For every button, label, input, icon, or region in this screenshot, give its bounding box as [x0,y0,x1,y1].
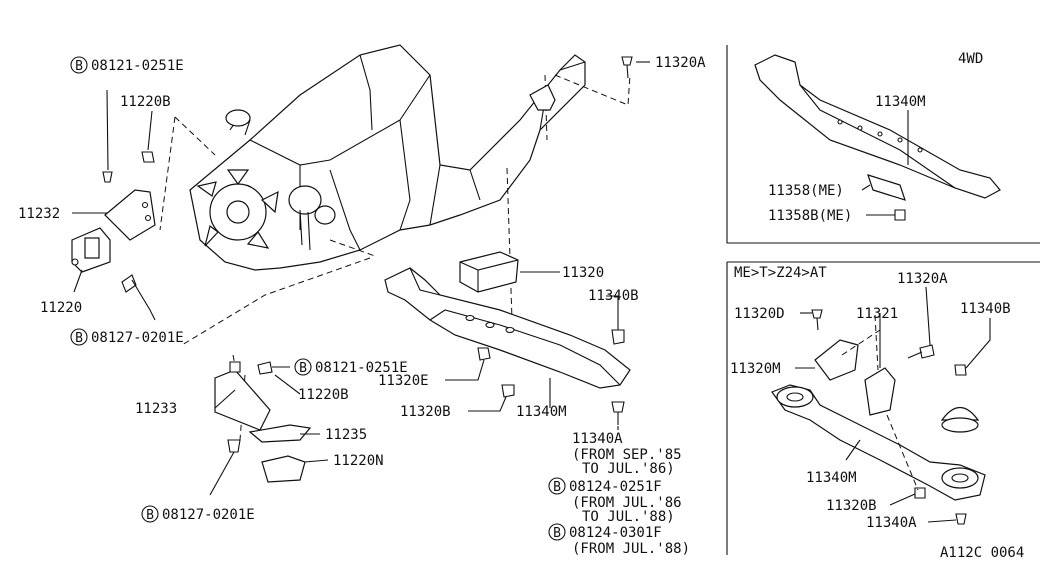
label-11233: 11233 [135,401,177,417]
lower-left-bolt-head [257,361,290,375]
panel1-rubber-block [867,174,906,201]
label-11320e: 11320E [378,373,429,389]
panel2-bracket-left [814,339,859,381]
label-11220b-tl: 11220B [120,94,171,110]
label-11320: 11320 [562,265,604,281]
panel-me-t-z24-at [726,261,1040,555]
label-11220n: 11220N [333,453,384,469]
panel-4wd [726,45,1040,244]
panel2-bolt-bottom [955,513,967,525]
label-11320a-top: 11320A [655,55,706,71]
panel2-bolt-d [811,309,823,319]
alternator-icon [288,185,336,251]
lower-left-nut [229,361,241,373]
note-from-jul-88: (FROM JUL.'88) [572,541,690,557]
left-nut-top [141,110,155,163]
bolt-marker: B [75,59,83,74]
label-11220b-mid: 11220B [298,387,349,403]
panel2-title: ME>T>Z24>AT [734,265,827,281]
leader-lines [72,61,991,523]
panel2-label-11321: 11321 [856,306,898,322]
bolt-marker-icons [70,56,566,541]
bolt-marker: B [146,508,154,523]
cooling-fan-icon [196,169,279,249]
panel2-label-11340b: 11340B [960,301,1011,317]
panel1-label-11340m: 11340M [875,94,926,110]
left-bolt-lower [121,274,156,321]
diagram-code: A112C 0064 [940,545,1024,561]
panel2-label-11340m: 11340M [806,470,857,486]
lower-left-bolt [209,439,241,496]
bolt-marker: B [553,526,561,541]
transmission-bracket [529,84,556,111]
label-11320b: 11320B [400,404,451,420]
engine-assembly [189,44,586,271]
center-bolt-right [611,401,625,425]
left-bolt-top [102,89,113,183]
center-nut-a [477,347,491,361]
label-bolt-n2: 08124-0301F [569,525,662,541]
label-11232: 11232 [18,206,60,222]
bolt-marker: B [75,331,83,346]
panel2-label-11320b: 11320B [826,498,877,514]
center-bolt-top [621,56,633,79]
note-from-sep-85: (FROM SEP.'85 [572,447,682,463]
label-bolt-lm: 08127-0201E [91,330,184,346]
label-11340a: 11340A [572,431,623,447]
label-11340m: 11340M [516,404,567,420]
panel2-nut-bottom [914,487,926,499]
panel2-bracket-right [864,367,896,416]
label-bolt-n1: 08124-0251F [569,479,662,495]
center-insulator [459,251,519,293]
panel2-label-11320m: 11320M [730,361,781,377]
panel2-dome-insulator [940,406,980,421]
bolt-marker: B [299,361,307,376]
label-bolt-bottom: 08127-0201E [162,507,255,523]
label-11220: 11220 [40,300,82,316]
label-11235: 11235 [325,427,367,443]
panel2-label-11320d: 11320D [734,306,785,322]
panel1-label-11358: 11358(ME) [768,183,844,199]
note-from-jul-86: (FROM JUL.'86 [572,495,682,511]
center-nut-b [501,384,515,398]
left-mount-bracket [104,189,156,241]
panel1-nut [894,209,906,221]
bolt-marker: B [553,480,561,495]
label-11340b: 11340B [588,288,639,304]
panel2-nut-top [954,364,967,376]
note-to-jul-88: TO JUL.'88) [582,509,675,525]
label-bolt-mid: 08121-0251E [315,360,408,376]
panel1-label-11358b: 11358B(ME) [768,208,852,224]
center-nut-right [611,329,625,345]
label-bolt-tl: 08121-0251E [91,58,184,74]
note-to-jul-86: TO JUL.'86) [582,461,675,477]
center-crossmember [384,267,631,389]
panel2-label-11340a: 11340A [866,515,917,531]
panel2-bolt [919,344,935,359]
panel2-label-11320a: 11320A [897,271,948,287]
left-mount-insulator [71,227,111,273]
panel1-title: 4WD [958,51,983,67]
lower-left-insulator [261,455,306,483]
